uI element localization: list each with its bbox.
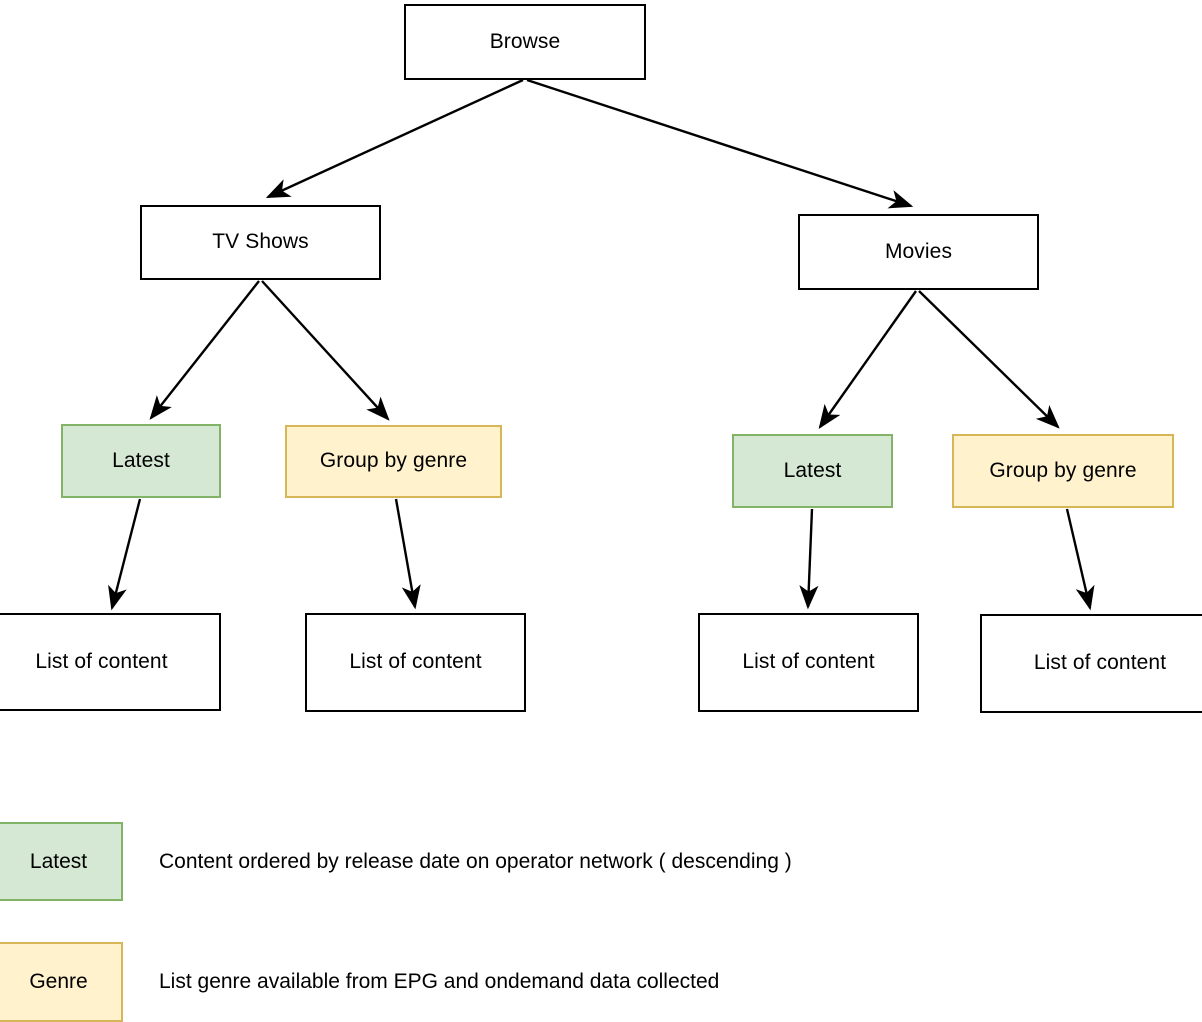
node-tv-latest-list-of-content[interactable]: List of content — [0, 613, 221, 711]
legend-swatch-latest-label: Latest — [29, 849, 88, 873]
edge-browse-to-tv-shows — [265, 78, 524, 199]
node-tv-genre-list-of-content[interactable]: List of content — [305, 613, 526, 712]
edge-tv-latest-to-list — [108, 498, 142, 611]
edge-movies-genre-to-list — [1065, 508, 1095, 611]
legend-description-latest: Content ordered by release date on opera… — [159, 850, 792, 873]
node-tv-latest[interactable]: Latest — [61, 424, 221, 498]
node-tv-genre-list-of-content-label: List of content — [349, 650, 482, 674]
node-tv-shows[interactable]: TV Shows — [140, 205, 381, 280]
edge-movies-to-group-by-genre — [918, 290, 1060, 429]
node-movies-group-by-genre[interactable]: Group by genre — [952, 434, 1174, 508]
node-tv-group-by-genre[interactable]: Group by genre — [285, 425, 502, 498]
edge-tv-shows-to-group-by-genre — [261, 280, 390, 421]
node-movies-latest-label: Latest — [783, 458, 842, 482]
node-movies-genre-list-of-content[interactable]: List of content — [980, 614, 1202, 713]
node-movies-genre-list-of-content-label: List of content — [1033, 651, 1167, 675]
node-movies[interactable]: Movies — [798, 214, 1039, 290]
node-browse[interactable]: Browse — [404, 4, 646, 80]
edge-tv-genre-to-list — [394, 498, 421, 610]
legend-swatch-genre-label: Genre — [29, 970, 88, 993]
edge-movies-latest-to-list — [799, 508, 819, 610]
edge-tv-shows-to-latest — [149, 280, 260, 420]
node-movies-label: Movies — [884, 239, 953, 263]
edge-movies-to-latest — [818, 290, 917, 429]
edge-browse-to-movies — [526, 78, 914, 209]
node-movies-group-by-genre-label: Group by genre — [989, 458, 1137, 482]
node-tv-group-by-genre-label: Group by genre — [319, 449, 468, 473]
node-tv-latest-list-of-content-label: List of content — [35, 649, 168, 673]
node-movies-latest-list-of-content-label: List of content — [742, 650, 875, 674]
node-movies-latest[interactable]: Latest — [732, 434, 893, 508]
node-browse-label: Browse — [489, 29, 561, 53]
legend-swatch-latest: Latest — [0, 822, 123, 901]
node-tv-latest-label: Latest — [112, 448, 170, 472]
node-tv-shows-label: TV Shows — [212, 230, 309, 254]
legend-description-genre: List genre available from EPG and ondema… — [159, 970, 720, 993]
legend-swatch-genre: Genre — [0, 942, 123, 1022]
node-movies-latest-list-of-content[interactable]: List of content — [698, 613, 919, 712]
